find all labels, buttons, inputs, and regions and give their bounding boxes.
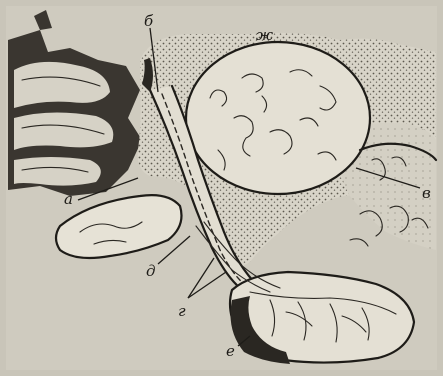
label-a: а — [64, 190, 73, 208]
label-b: б — [144, 12, 154, 30]
label-zh: ж — [256, 26, 273, 44]
label-d: д — [146, 262, 156, 280]
label-g: г — [178, 302, 186, 320]
label-v: в — [422, 184, 431, 202]
oval-structure-zh — [186, 42, 370, 194]
label-e: е — [226, 342, 235, 360]
